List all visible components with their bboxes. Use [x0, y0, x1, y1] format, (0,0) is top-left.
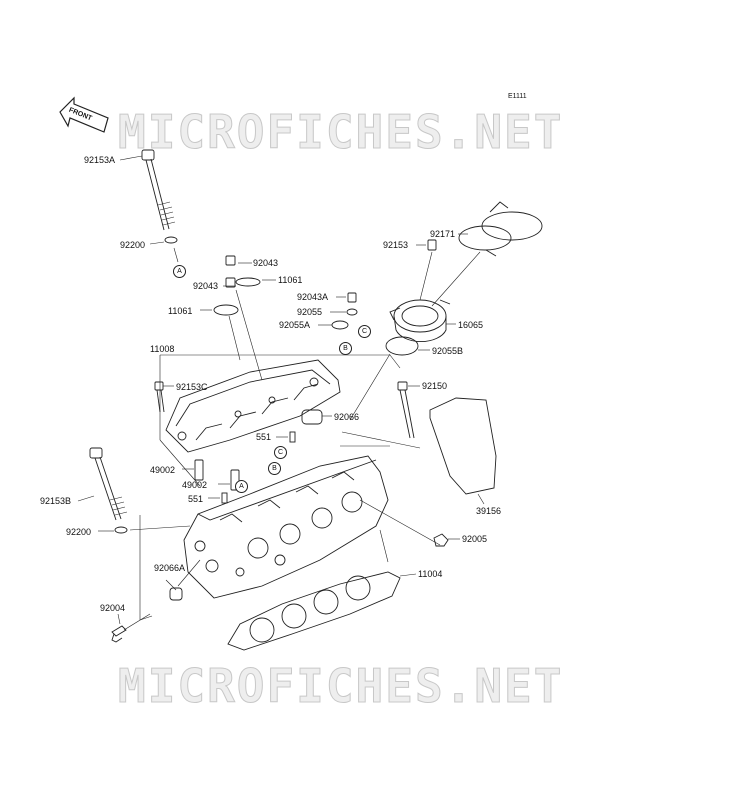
part-label-551: 551 [256, 432, 272, 442]
washer-icon [114, 526, 128, 534]
oring-icon [385, 336, 419, 356]
head-bolt-icon [89, 447, 128, 521]
part-label-92055b: 92055B [432, 346, 464, 356]
ref-marker-c: C [358, 325, 371, 338]
seal-icon [301, 409, 323, 425]
cylinder-head-icon [183, 455, 389, 599]
cap-icon [169, 587, 183, 601]
part-label-92150: 92150 [422, 381, 448, 391]
fitting-icon [433, 533, 449, 547]
part-label-11061: 11061 [278, 275, 303, 285]
part-label-11004: 11004 [418, 569, 443, 579]
ref-marker-a: A [235, 480, 248, 493]
part-label-92043: 92043 [193, 281, 219, 291]
diagram-code: E1111 [508, 93, 527, 100]
part-label-92153: 92153 [383, 240, 409, 250]
cover-plate-icon [429, 397, 497, 495]
stud-icon [111, 625, 127, 643]
part-label-92200: 92200 [120, 240, 146, 250]
part-label-92005: 92005 [462, 534, 488, 544]
part-label-92153c: 92153C [176, 382, 208, 392]
part-label-92200: 92200 [66, 527, 92, 537]
head-gasket-icon [227, 571, 401, 651]
part-label-92043a: 92043A [297, 292, 329, 302]
washer-icon [164, 236, 178, 244]
part-label-92004: 92004 [100, 603, 126, 613]
part-label-92153a: 92153A [84, 155, 116, 165]
part-label-551: 551 [188, 494, 204, 504]
ref-marker-b: B [268, 462, 281, 475]
watermark-bottom: MICROFICHES.NET [118, 659, 564, 713]
clamp-icon [458, 201, 543, 257]
dowel-icon [225, 255, 236, 266]
ref-marker-b: B [339, 342, 352, 355]
ref-marker-c: C [274, 446, 287, 459]
pin-icon [289, 431, 296, 443]
part-label-39156: 39156 [476, 506, 502, 516]
part-label-92171: 92171 [430, 229, 456, 239]
part-label-92055a: 92055A [279, 320, 311, 330]
ref-marker-a: A [173, 265, 186, 278]
part-label-92066: 92066 [334, 412, 360, 422]
dowel-icon [225, 277, 236, 288]
part-label-16065: 16065 [458, 320, 484, 330]
oring-icon [235, 277, 261, 287]
dowel-icon [347, 292, 357, 303]
pin-icon [221, 492, 228, 504]
head-cover-icon [165, 359, 341, 453]
holder-icon [389, 299, 451, 343]
part-label-92055: 92055 [297, 307, 323, 317]
valve-guide-icon [194, 459, 204, 481]
part-label-92043: 92043 [253, 258, 279, 268]
watermark-top: MICROFICHES.NET [118, 105, 564, 159]
part-label-11008: 11008 [150, 344, 175, 354]
bolt-icon [397, 381, 415, 439]
part-label-49002: 49002 [150, 465, 176, 475]
screw-icon [427, 239, 437, 251]
part-label-49002: 49002 [182, 480, 208, 490]
part-label-92066a: 92066A [154, 563, 186, 573]
oring-icon [213, 304, 239, 316]
part-label-92153b: 92153B [40, 496, 72, 506]
front-arrow-icon [59, 96, 109, 133]
part-label-11061: 11061 [168, 306, 193, 316]
head-bolt-icon [141, 149, 176, 231]
